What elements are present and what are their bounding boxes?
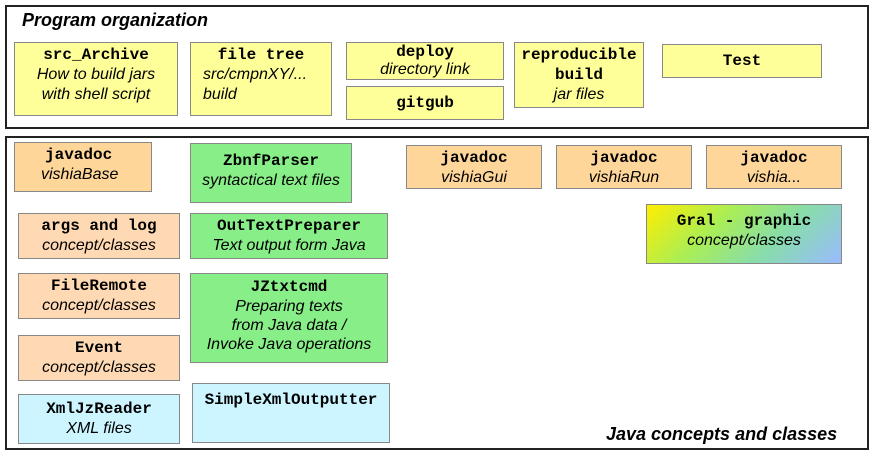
simplexmloutputter-box: SimpleXmlOutputter: [192, 383, 390, 443]
gitgub-box: gitgub: [346, 86, 504, 120]
javadoc-vishiabase-box: javadoc vishiaBase: [14, 142, 152, 192]
box-title-line2: build: [554, 66, 603, 84]
box-subtitle: build: [203, 86, 237, 103]
box-title: javadoc: [590, 149, 658, 167]
box-subtitle: vishiaRun: [588, 169, 660, 186]
box-title: SimpleXmlOutputter: [204, 391, 378, 409]
box-subtitle: jar files: [553, 86, 605, 103]
box-subtitle: concept/classes: [42, 297, 156, 314]
box-subtitle: from Java data /: [231, 317, 347, 334]
box-title: ZbnfParser: [222, 152, 319, 170]
outtextpreparer-box: OutTextPreparer Text output form Java: [190, 213, 388, 259]
reproducible-build-box: reproducible build jar files: [514, 42, 644, 108]
box-subtitle: concept/classes: [687, 232, 801, 249]
args-and-log-box: args and log concept/classes: [18, 213, 180, 259]
fileremote-box: FileRemote concept/classes: [18, 273, 180, 319]
box-subtitle: XML files: [66, 420, 132, 437]
gral-graphic-box: Gral - graphic concept/classes: [646, 204, 842, 264]
box-subtitle: vishiaBase: [41, 166, 119, 183]
java-concepts-heading: Java concepts and classes: [606, 424, 838, 444]
test-box: Test: [662, 44, 822, 78]
box-title: args and log: [41, 217, 157, 235]
box-title: XmlJzReader: [46, 400, 152, 418]
box-subtitle: concept/classes: [42, 359, 156, 376]
javadoc-vishiagui-box: javadoc vishiaGui: [406, 145, 542, 189]
box-title: src_Archive: [43, 46, 149, 64]
program-organization-heading: Program organization: [22, 10, 209, 30]
file-tree-box: file tree src/cmpnXY/... build: [190, 42, 332, 116]
box-title: JZtxtcmd: [250, 278, 328, 296]
src-archive-box: src_Archive How to build jars with shell…: [14, 42, 178, 116]
box-title: gitgub: [396, 94, 454, 112]
box-title: Gral - graphic: [676, 212, 812, 230]
box-title: Event: [74, 339, 123, 357]
xmljzreader-box: XmlJzReader XML files: [18, 394, 180, 444]
box-subtitle: vishiaGui: [441, 169, 507, 186]
event-box: Event concept/classes: [18, 335, 180, 381]
box-title: reproducible: [521, 46, 637, 64]
box-subtitle: How to build jars: [36, 66, 156, 83]
box-subtitle: src/cmpnXY/...: [203, 66, 308, 83]
box-title: javadoc: [740, 149, 808, 167]
box-subtitle: Preparing texts: [235, 298, 343, 315]
box-subtitle: with shell script: [41, 86, 151, 103]
box-subtitle: concept/classes: [42, 237, 156, 254]
box-title: deploy: [396, 43, 454, 61]
javadoc-vishiarun-box: javadoc vishiaRun: [556, 145, 692, 189]
box-subtitle: syntactical text files: [202, 172, 340, 189]
box-title: javadoc: [45, 146, 113, 164]
box-title: OutTextPreparer: [216, 217, 362, 235]
box-title: file tree: [217, 46, 305, 64]
box-subtitle: Text output form Java: [212, 237, 366, 254]
zbnfparser-box: ZbnfParser syntactical text files: [190, 143, 352, 203]
box-title: javadoc: [440, 149, 508, 167]
jztxtcmd-box: JZtxtcmd Preparing texts from Java data …: [190, 273, 388, 363]
box-subtitle: vishia...: [746, 169, 802, 186]
box-subtitle: directory link: [380, 61, 470, 78]
deploy-box: deploy directory link: [346, 42, 504, 80]
box-subtitle: Invoke Java operations: [206, 336, 372, 353]
box-title: Test: [722, 52, 762, 70]
box-title: FileRemote: [50, 277, 147, 295]
javadoc-vishia-box: javadoc vishia...: [706, 145, 842, 189]
